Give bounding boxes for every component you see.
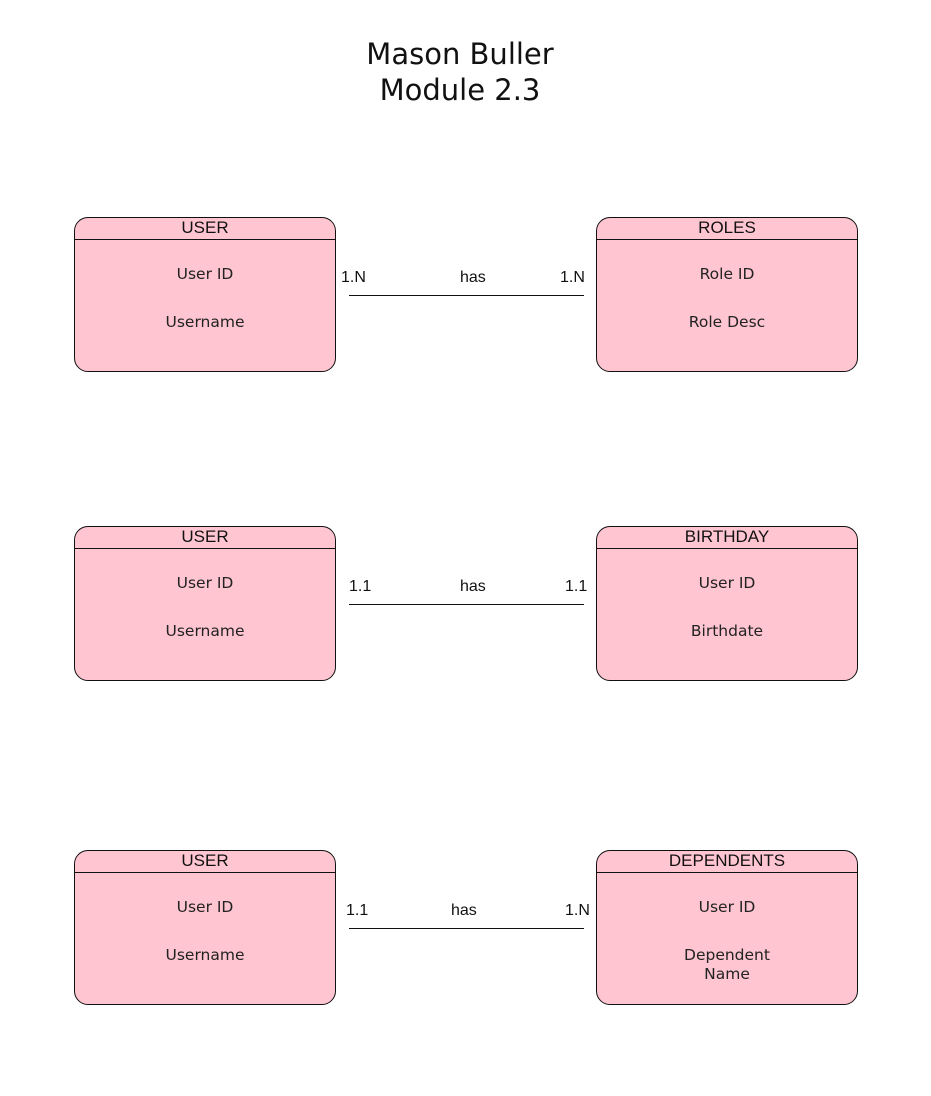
entity-birthday[interactable]: BIRTHDAY User ID Birthdate: [596, 526, 858, 681]
right-cardinality: 1.N: [565, 902, 590, 919]
relationship-verb: has: [460, 269, 486, 286]
right-cardinality: 1.1: [565, 578, 588, 595]
diagram-title: Mason Buller Module 2.3: [0, 36, 920, 108]
entity-attribute: User ID: [176, 898, 234, 916]
entity-attribute: Birthdate: [690, 622, 764, 640]
relationship-line[interactable]: [349, 928, 584, 929]
entity-attribute: User ID: [176, 574, 234, 592]
entity-attribute: User ID: [698, 898, 756, 916]
entity-user-2[interactable]: USER User ID Username: [74, 526, 336, 681]
entity-header: USER: [75, 218, 335, 240]
title-line-1: Mason Buller: [366, 37, 554, 71]
right-cardinality: 1.N: [560, 269, 585, 286]
entity-attribute: Role Desc: [688, 313, 766, 331]
entity-header: ROLES: [597, 218, 857, 240]
entity-attribute: Username: [165, 946, 245, 964]
entity-attribute: Role ID: [699, 265, 755, 283]
entity-attribute: Username: [165, 622, 245, 640]
left-cardinality: 1.1: [349, 578, 372, 595]
entity-dependents[interactable]: DEPENDENTS User ID Dependent Name: [596, 850, 858, 1005]
relationship-line[interactable]: [349, 295, 584, 296]
title-line-2: Module 2.3: [379, 73, 541, 107]
relationship-line[interactable]: [349, 604, 584, 605]
entity-attribute: User ID: [698, 574, 756, 592]
entity-header: USER: [75, 851, 335, 873]
entity-attribute: Dependent Name: [684, 946, 770, 983]
entity-header: BIRTHDAY: [597, 527, 857, 549]
entity-header: DEPENDENTS: [597, 851, 857, 873]
relationship-verb: has: [460, 578, 486, 595]
entity-user-1[interactable]: USER User ID Username: [74, 217, 336, 372]
relationship-verb: has: [451, 902, 477, 919]
entity-roles[interactable]: ROLES Role ID Role Desc: [596, 217, 858, 372]
entity-attribute: User ID: [176, 265, 234, 283]
entity-attribute: Username: [165, 313, 245, 331]
entity-header: USER: [75, 527, 335, 549]
entity-user-3[interactable]: USER User ID Username: [74, 850, 336, 1005]
left-cardinality: 1.N: [341, 269, 366, 286]
left-cardinality: 1.1: [346, 902, 369, 919]
